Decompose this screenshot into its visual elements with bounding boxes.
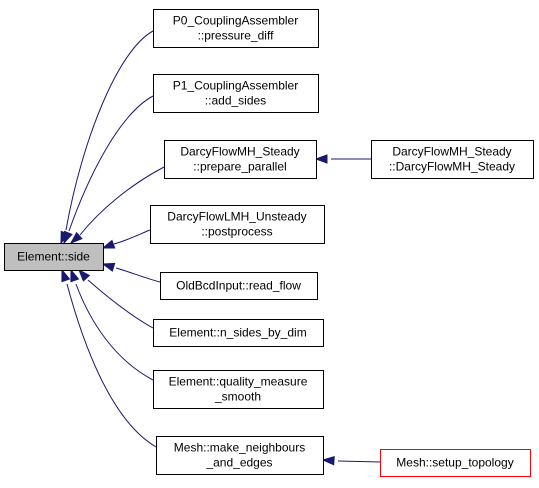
node-box [156, 436, 324, 475]
node-box [153, 74, 319, 113]
edge-line [337, 460, 381, 463]
edge-p1_add_sides-to-element_side [63, 95, 154, 245]
edge-line [75, 283, 154, 381]
node-darcy-lmh-post[interactable]: DarcyFlowLMH_Unsteady::postprocess [150, 205, 325, 244]
edge-arrowhead [63, 230, 73, 245]
node-box [4, 243, 104, 271]
node-label-line: _and_edges [205, 456, 272, 470]
node-label-line: Mesh::make_neighbours [174, 441, 305, 455]
node-box [164, 140, 317, 179]
edge-darcy_ctor-to-darcy_prepare [314, 154, 371, 164]
node-label-line: DarcyFlowMH_Steady [392, 145, 511, 159]
edge-line [79, 166, 165, 236]
edge-make_neighbours-to-element_side [61, 268, 157, 448]
edge-oldbcd_read_flow-to-element_side [101, 262, 161, 283]
node-quality-measure[interactable]: Element::quality_measure_smooth [153, 370, 324, 409]
node-label-line: P1_CouplingAssembler [173, 79, 298, 93]
edge-arrowhead [321, 456, 335, 466]
node-label-line: Mesh::setup_topology [396, 456, 513, 470]
node-label-line: Element::quality_measure [169, 375, 308, 389]
node-box [153, 319, 324, 347]
edge-n_sides_by_dim-to-element_side [78, 268, 154, 329]
edge-line [115, 267, 161, 283]
edge-line [87, 279, 154, 329]
node-label-line: OldBcdInput::read_flow [176, 279, 301, 293]
node-label-line: DarcyFlowMH_Steady [180, 145, 299, 159]
node-box [380, 449, 531, 477]
edge-arrowhead [61, 268, 71, 283]
node-element-side[interactable]: Element::side [4, 243, 104, 271]
node-darcy-prepare[interactable]: DarcyFlowMH_Steady::prepare_parallel [164, 140, 317, 179]
node-label-line: P0_CouplingAssembler [173, 14, 298, 28]
node-box [153, 370, 324, 409]
edge-line [68, 95, 154, 232]
node-label-line: Element::side [17, 250, 90, 264]
edge-line [113, 229, 151, 245]
edge-arrowhead [101, 262, 116, 272]
node-box [150, 205, 325, 244]
edge-arrowhead [70, 268, 80, 283]
node-box [153, 9, 319, 48]
node-box [371, 140, 534, 179]
edge-line [66, 283, 157, 448]
node-make-neighbours[interactable]: Mesh::make_neighbours_and_edges [156, 436, 324, 475]
node-label-line: ::prepare_parallel [193, 160, 286, 174]
edge-quality_measure-to-element_side [70, 268, 154, 381]
edge-darcy_prepare-to-element_side [69, 166, 165, 244]
node-label-line: ::pressure_diff [198, 29, 274, 43]
edge-arrowhead [314, 154, 328, 164]
node-label-line: ::postprocess [201, 225, 272, 239]
node-label-line: ::add_sides [205, 94, 266, 108]
node-darcy-ctor[interactable]: DarcyFlowMH_Steady::DarcyFlowMH_Steady [371, 140, 534, 179]
node-setup-topology[interactable]: Mesh::setup_topology [380, 449, 531, 477]
node-box [160, 272, 318, 300]
node-label-line: _smooth [214, 390, 261, 404]
node-label-line: DarcyFlowLMH_Unsteady [167, 210, 306, 224]
edge-darcy_lmh_post-to-element_side [101, 229, 151, 249]
node-oldbcd-read-flow[interactable]: OldBcdInput::read_flow [160, 272, 318, 300]
node-p1-add-sides[interactable]: P1_CouplingAssembler::add_sides [153, 74, 319, 113]
node-label-line: ::DarcyFlowMH_Steady [389, 160, 515, 174]
node-n-sides-by-dim[interactable]: Element::n_sides_by_dim [153, 319, 324, 347]
edge-p0_pressure_diff-to-element_side [60, 30, 154, 245]
node-p0-pressure-diff[interactable]: P0_CouplingAssembler::pressure_diff [153, 9, 319, 48]
node-label-line: Element::n_sides_by_dim [169, 326, 306, 340]
edge-arrowhead [69, 231, 83, 244]
edge-arrowhead [101, 239, 116, 249]
edge-setup_topology-to-make_neighbours [321, 456, 381, 466]
edge-arrowhead [78, 268, 91, 282]
edge-line [65, 30, 154, 231]
